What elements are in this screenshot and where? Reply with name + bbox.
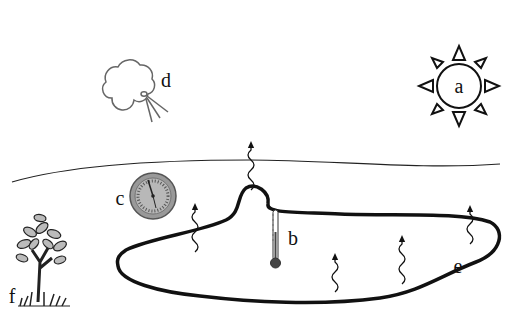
evaporation-arrows: [192, 144, 473, 292]
tree-symbol: [15, 214, 70, 306]
callout-letter: b: [288, 228, 298, 248]
horizon-line: [12, 160, 500, 182]
sun-symbol: [419, 46, 499, 126]
wind-cloud-symbol: [103, 60, 168, 122]
callout-letter: d: [161, 70, 171, 90]
callout-letter: a: [455, 76, 464, 96]
callout-letter: c: [116, 188, 125, 208]
thermometer-symbol: [271, 210, 281, 268]
callout-letter: e: [454, 256, 463, 276]
callout-letter: f: [9, 286, 16, 306]
hygrometer-gauge: [130, 173, 176, 219]
